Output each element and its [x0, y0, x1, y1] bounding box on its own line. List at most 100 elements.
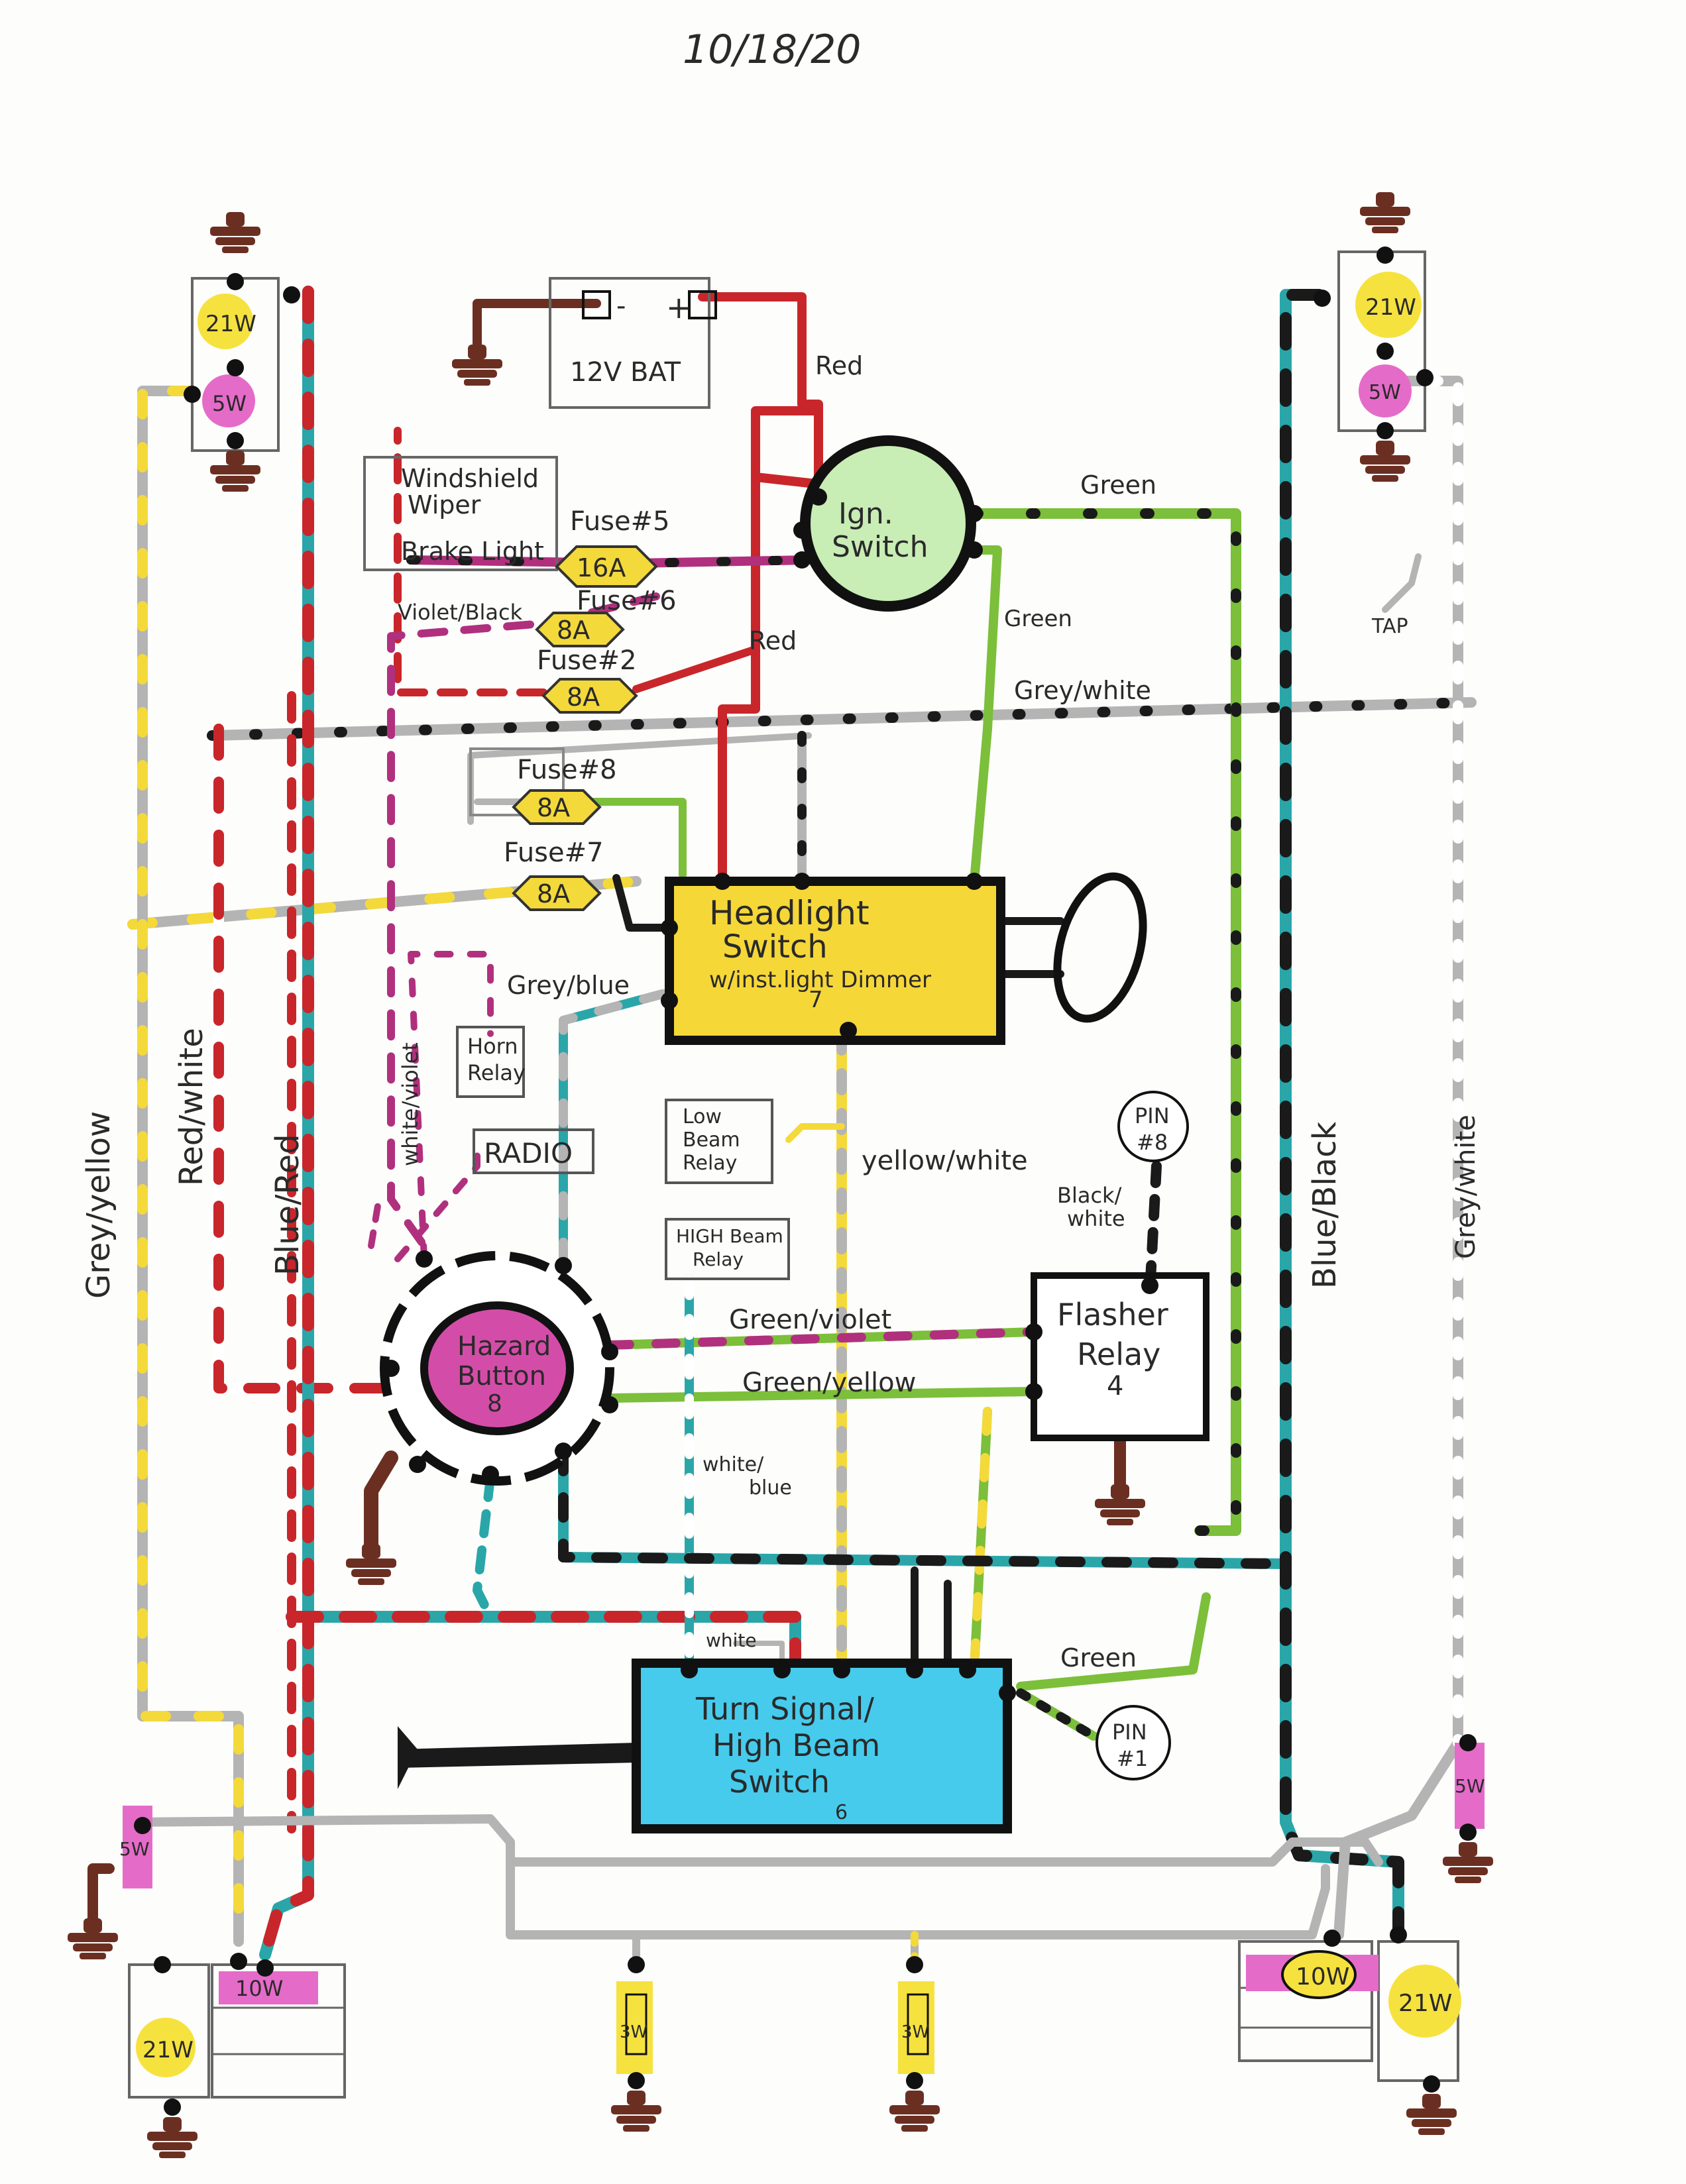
ground-hazard	[346, 1544, 396, 1585]
front-left-21w: 21W	[205, 311, 256, 337]
ground-battery	[452, 345, 502, 386]
rear-right-side-lamp: 5W	[1443, 1734, 1493, 1883]
hazard-button: Hazard Button 8	[380, 1250, 618, 1486]
turn-label-1: Turn Signal/	[695, 1691, 874, 1727]
rear-left-10w: 10W	[235, 1976, 283, 2001]
turn-signal-switch: Turn Signal/ High Beam Switch 6	[632, 1659, 1016, 1833]
wires	[127, 286, 1477, 1965]
label-grey-white-top: Grey/white	[1014, 676, 1151, 705]
fuse-5-value: 16A	[577, 553, 626, 582]
low-beam-relay: Low Beam Relay	[665, 1099, 773, 1184]
headlight-label-2: Switch	[722, 928, 828, 965]
fuse-2: Fuse#2 8A	[537, 645, 638, 714]
battery-label: 12V BAT	[570, 357, 681, 388]
label-blue-red: Blue/Red	[269, 1134, 306, 1276]
label-red-white: Red/white	[173, 1028, 210, 1186]
label-grey-yellow: Grey/yellow	[80, 1111, 117, 1299]
label-blue-black: Blue/Black	[1306, 1122, 1343, 1289]
turn-stalk	[398, 1743, 636, 1768]
label-tap: TAP	[1371, 615, 1408, 638]
front-right-5w: 5W	[1369, 381, 1401, 404]
headlight-label-1: Headlight	[709, 894, 870, 932]
rear-left-lamp: 10W 21W	[128, 1953, 346, 2158]
date-label: 10/18/20	[683, 27, 861, 73]
pin-8: PIN #8	[1117, 1091, 1189, 1162]
label-grey-blue: Grey/blue	[507, 971, 630, 1000]
wiper-brake-box: Windshield Wiper Brake Light	[363, 456, 558, 571]
hazard-num: 8	[487, 1390, 502, 1417]
plate-left-3w: 3W	[620, 2022, 647, 2042]
fuse-8-name: Fuse#8	[517, 755, 617, 785]
battery-pos: +	[666, 290, 692, 325]
rear-right-21w: 21W	[1398, 1990, 1452, 2017]
turn-label-3: Switch	[729, 1764, 830, 1800]
rear-right-side-5w: 5W	[1455, 1775, 1485, 1797]
hazard-label-2: Button	[457, 1361, 546, 1392]
high-beam-relay: HIGH Beam Relay	[665, 1218, 790, 1280]
fuse-7-name: Fuse#7	[504, 838, 604, 868]
label-grey-white-right: Grey/white	[1451, 1115, 1481, 1259]
fuse-5: Fuse#5 16A	[555, 506, 670, 588]
fuse-2-name: Fuse#2	[537, 645, 637, 676]
label-red-mid: Red	[749, 626, 797, 655]
label-black-white-1: Black/	[1057, 1183, 1122, 1208]
horn-label-1: Horn	[467, 1034, 518, 1059]
label-white-violet: white/violet	[398, 1042, 423, 1166]
turn-num: 6	[835, 1801, 848, 1824]
fuse-8-value: 8A	[537, 793, 570, 822]
rear-right-lamp: 10W 21W	[1238, 1926, 1461, 2135]
fuse-6-value: 8A	[557, 616, 590, 645]
pin8-label-1: PIN	[1135, 1103, 1170, 1128]
horn-label-2: Relay	[467, 1060, 526, 1085]
label-yellow-white: yellow/white	[862, 1146, 1028, 1176]
label-white-blue-1: white/	[702, 1453, 764, 1476]
front-left-lamp: 21W 5W	[184, 212, 300, 492]
rear-right-10w: 10W	[1296, 1963, 1349, 1991]
violet-black-label: Violet/Black	[398, 600, 523, 625]
low-label-3: Relay	[683, 1152, 737, 1175]
wiper-label-1: Windshield	[401, 464, 539, 493]
rear-left-21w: 21W	[142, 2037, 194, 2063]
fuse-6: Fuse#6 8A Violet/Black	[398, 586, 677, 647]
ignition-label-1: Ign.	[838, 497, 893, 531]
fuse-2-value: 8A	[567, 682, 600, 712]
horn-relay: Horn Relay	[456, 1026, 526, 1098]
pin8-label-2: #8	[1137, 1130, 1168, 1155]
plate-right-3w: 3W	[901, 2022, 929, 2042]
flasher-label-1: Flasher	[1057, 1297, 1168, 1333]
label-white-blue-2: blue	[749, 1476, 792, 1500]
front-right-21w: 21W	[1365, 294, 1416, 321]
headlight-label-3: w/inst.light Dimmer	[709, 967, 931, 993]
label-white: white	[706, 1629, 757, 1651]
hazard-label-1: Hazard	[457, 1331, 551, 1362]
rear-left-side-5w: 5W	[119, 1838, 150, 1860]
label-green-mid: Green	[1004, 606, 1072, 632]
headlight-num: 7	[809, 987, 823, 1013]
fuse-6-name: Fuse#6	[577, 586, 677, 616]
label-red-top: Red	[815, 351, 863, 380]
label-green-top: Green	[1080, 470, 1156, 500]
label-green-violet: Green/violet	[729, 1305, 891, 1335]
radio-label: RADIO	[484, 1137, 573, 1170]
turn-label-2: High Beam	[712, 1727, 880, 1763]
high-label-1: HIGH Beam	[676, 1225, 783, 1247]
battery: - + 12V BAT	[549, 277, 717, 409]
ignition-label-2: Switch	[832, 530, 928, 564]
high-label-2: Relay	[693, 1248, 744, 1270]
low-label-2: Beam	[683, 1128, 740, 1152]
front-left-5w: 5W	[212, 391, 247, 416]
flasher-relay: Flasher Relay 4	[1025, 1272, 1209, 1441]
label-green-yellow: Green/yellow	[742, 1368, 916, 1398]
plate-lamp-right: 3W	[889, 1956, 940, 2132]
fuse-8: Fuse#8 8A	[469, 747, 617, 825]
radio-box: RADIO	[473, 1128, 594, 1174]
flasher-label-2: Relay	[1077, 1337, 1160, 1372]
battery-neg: -	[616, 291, 626, 321]
label-green-bottom: Green	[1060, 1643, 1137, 1672]
rear-left-side-lamp: 5W	[68, 1806, 152, 1959]
flasher-num: 4	[1107, 1371, 1123, 1401]
fuse-7-value: 8A	[537, 879, 570, 908]
pin1-label-2: #1	[1117, 1746, 1148, 1771]
fuse-5-name: Fuse#5	[570, 506, 670, 537]
